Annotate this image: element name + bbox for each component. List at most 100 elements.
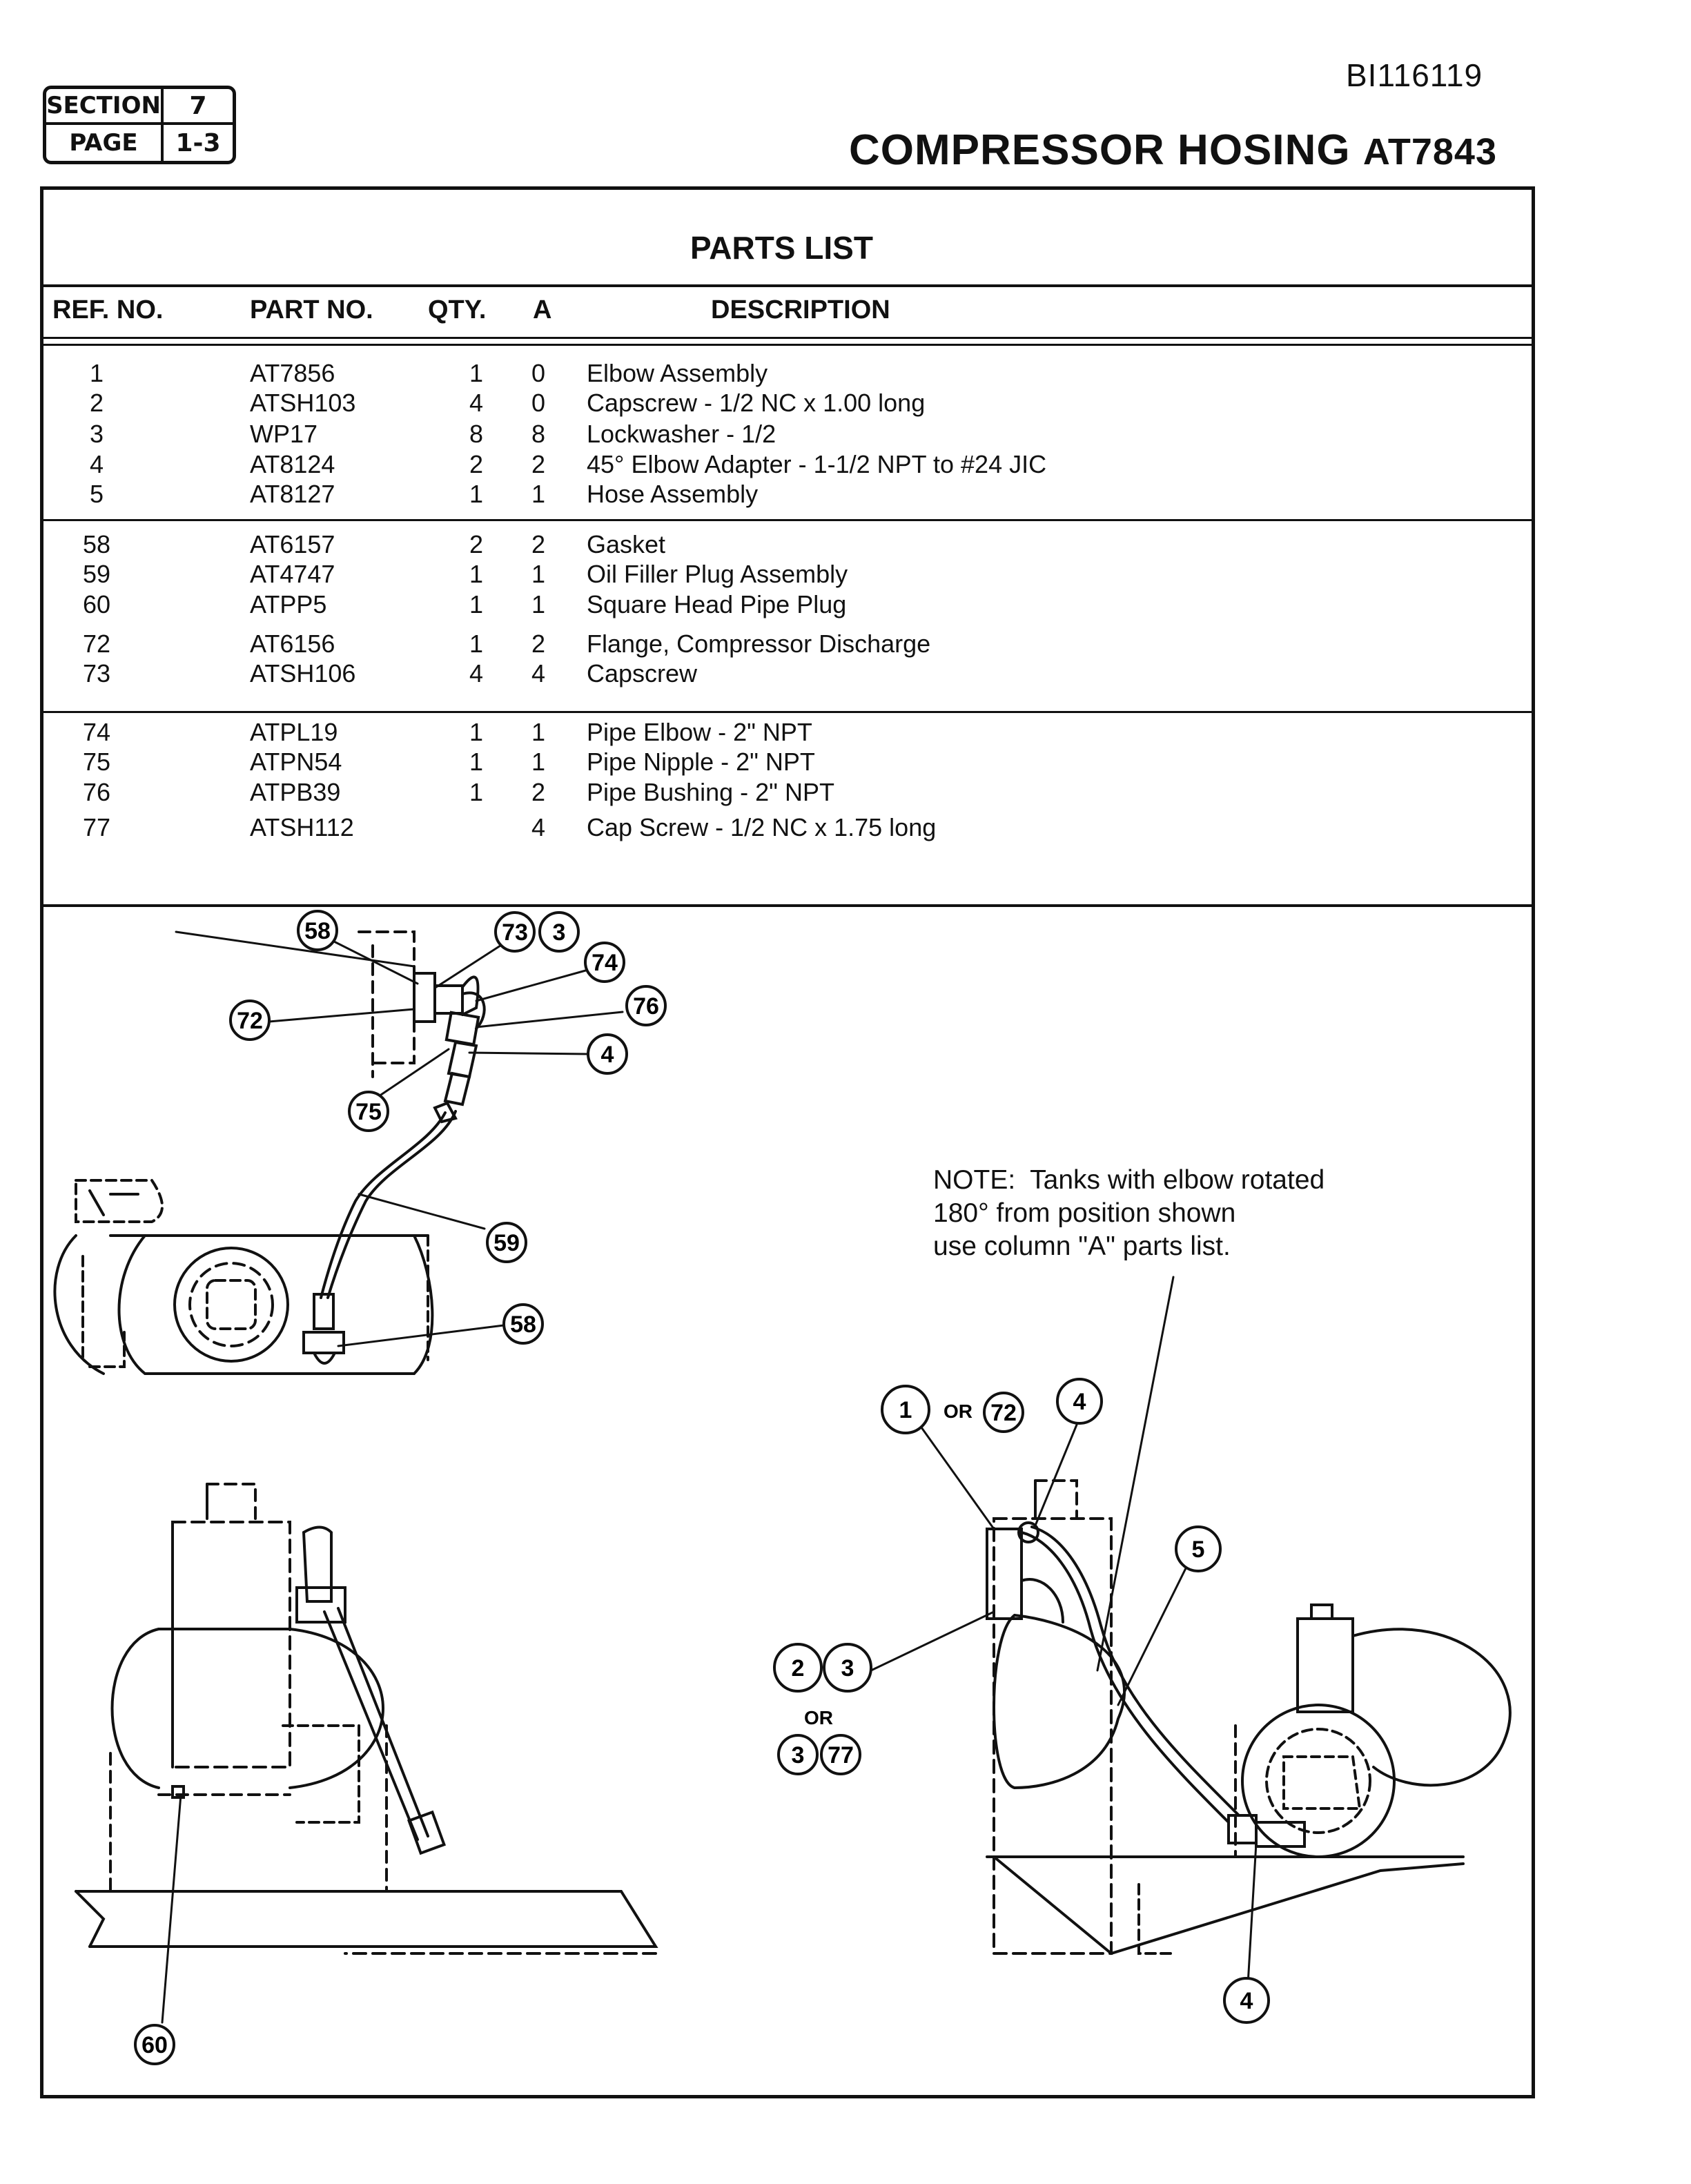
parts-row-a: 0 [531, 359, 546, 387]
parts-row-desc: 45° Elbow Adapter - 1-1/2 NPT to #24 JIC [587, 450, 1047, 478]
page-value: 1-3 [175, 128, 221, 157]
parts-row-desc: Elbow Assembly [587, 359, 768, 387]
section-label: SECTION [46, 89, 164, 122]
parts-row-a: 1 [531, 748, 546, 776]
parts-row-desc: Pipe Nipple - 2" NPT [587, 748, 815, 776]
parts-row-ref: 76 [82, 778, 111, 806]
parts-row-ref: 4 [89, 450, 104, 478]
rule-under-header [40, 337, 1535, 339]
callout-3-alt-label: 3 [792, 1742, 805, 1768]
parts-row-part: AT8127 [250, 480, 335, 508]
parts-row-desc: Pipe Elbow - 2" NPT [587, 718, 812, 746]
parts-row-a: 1 [531, 590, 546, 618]
parts-row-a: 1 [531, 480, 546, 508]
parts-row-qty: 1 [469, 359, 484, 387]
callout-60-label: 60 [141, 2032, 168, 2058]
parts-row-qty: 1 [469, 480, 484, 508]
parts-row-part: AT8124 [250, 450, 335, 478]
parts-row-qty: 2 [469, 530, 484, 558]
col-header-description: DESCRIPTION [711, 295, 890, 324]
callout-59-label: 59 [493, 1230, 520, 1256]
parts-row-a: 4 [531, 659, 546, 688]
parts-row-ref: 1 [89, 359, 104, 387]
title-text: COMPRESSOR HOSING [849, 126, 1351, 174]
parts-row-a: 2 [531, 530, 546, 558]
parts-row-a: 4 [531, 813, 546, 841]
parts-row-qty: 1 [469, 718, 484, 746]
callout-58-top-label: 58 [304, 918, 331, 944]
parts-row-part: AT6156 [250, 630, 335, 658]
callout-1-label: 1 [899, 1397, 912, 1423]
callout-74-label: 74 [592, 950, 618, 976]
parts-row-desc: Hose Assembly [587, 480, 759, 508]
callout-72-right-label: 72 [990, 1400, 1017, 1426]
parts-row-a: 0 [531, 389, 546, 417]
parts-row-desc: Oil Filler Plug Assembly [587, 560, 848, 588]
top-fitting-drawing [302, 930, 486, 1365]
bottom-right-drawing [986, 1479, 1512, 1956]
rule-under-header-2 [40, 344, 1535, 346]
document-id: BI116119 [1346, 57, 1483, 93]
callout-58-bottom-label: 58 [510, 1312, 536, 1338]
parts-row-qty: 4 [469, 389, 484, 417]
parts-row-part: ATSH106 [250, 659, 356, 688]
callout-4-right-bottom-label: 4 [1240, 1988, 1253, 2014]
page-label: PAGE [46, 125, 164, 161]
parts-row-qty: 1 [469, 748, 484, 776]
col-header-qty: QTY. [428, 295, 487, 324]
callout-5-label: 5 [1192, 1537, 1205, 1563]
parts-row-part: ATPL19 [250, 718, 338, 746]
parts-row-a: 1 [531, 560, 546, 588]
parts-row-part: AT7856 [250, 359, 335, 387]
callout-4-right-top-label: 4 [1073, 1389, 1086, 1415]
callout-4-top-label: 4 [601, 1042, 614, 1068]
parts-row-part: ATSH112 [250, 813, 354, 841]
parts-row-qty: 4 [469, 659, 484, 688]
note-text: NOTE: Tanks with elbow rotated 180° from… [933, 1165, 1325, 1261]
section-value: 7 [189, 91, 207, 120]
parts-row-part: AT4747 [250, 560, 335, 588]
top-tank-drawing [53, 1179, 434, 1375]
col-header-ref: REF. NO. [52, 295, 164, 324]
callout-2-label: 2 [792, 1655, 805, 1681]
callout-3-top-label: 3 [553, 919, 566, 946]
callout-73-label: 73 [502, 919, 528, 946]
parts-row-part: AT6157 [250, 530, 335, 558]
callout-77-label: 77 [828, 1742, 854, 1768]
parts-row-desc: Gasket [587, 530, 666, 558]
parts-row-ref: 77 [82, 813, 111, 841]
parts-row-qty: 1 [469, 630, 484, 658]
rule-end-list [40, 904, 1535, 907]
rule-group-1 [40, 519, 1535, 521]
parts-row-ref: 58 [82, 530, 111, 558]
leader-lines [161, 930, 1258, 2024]
parts-row-desc: Lockwasher - 1/2 [587, 420, 776, 448]
parts-row-a: 1 [531, 718, 546, 746]
bottom-left-drawing [75, 1483, 658, 1955]
callout-72-top-label: 72 [237, 1008, 263, 1034]
parts-row-desc: Cap Screw - 1/2 NC x 1.75 long [587, 813, 937, 841]
parts-row-ref: 74 [82, 718, 111, 746]
content-frame [40, 186, 1535, 2098]
parts-row-ref: 72 [82, 630, 111, 658]
parts-row-ref: 60 [82, 590, 111, 618]
page-title: COMPRESSOR HOSING AT7843 [849, 126, 1497, 175]
parts-row-ref: 73 [82, 659, 111, 688]
parts-row-qty: 1 [469, 778, 484, 806]
section-page-box: SECTION 7 PAGE 1-3 [43, 86, 236, 164]
parts-row-qty: 8 [469, 420, 484, 448]
parts-row-a: 2 [531, 778, 546, 806]
parts-row-desc: Pipe Bushing - 2" NPT [587, 778, 834, 806]
parts-list-title: PARTS LIST [690, 230, 873, 266]
parts-row-desc: Capscrew - 1/2 NC x 1.00 long [587, 389, 926, 417]
callout-75-label: 75 [355, 1099, 382, 1125]
callout-58-top [297, 910, 338, 951]
parts-row-part: ATPB39 [250, 778, 341, 806]
parts-row-ref: 59 [82, 560, 111, 588]
rule-under-title [40, 284, 1535, 287]
parts-row-a: 8 [531, 420, 546, 448]
parts-row-part: WP17 [250, 420, 318, 448]
parts-row-ref: 2 [89, 389, 104, 417]
parts-row-ref: 5 [89, 480, 104, 508]
